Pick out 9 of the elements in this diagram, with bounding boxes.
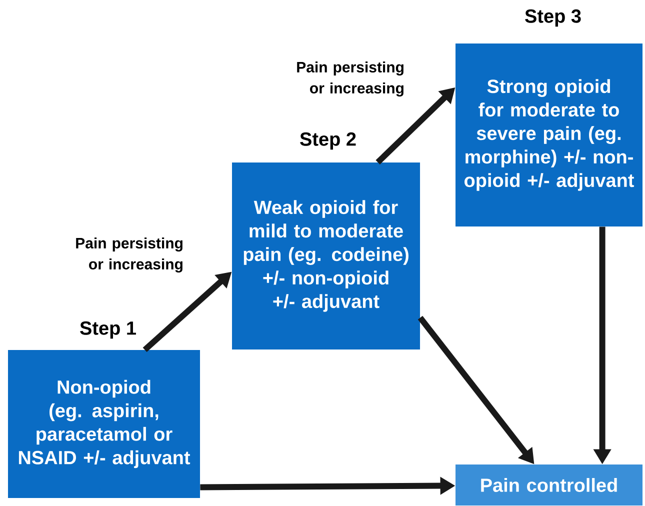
edge-label: Pain persisting or increasing — [76, 237, 182, 273]
step-box: Weak opioid for mild to moderate pain (eg. codeine) +/- non-opioid +/- adjuvant — [232, 162, 420, 350]
step-box: Strong opioid for moderate to severe pain (eg. morphine) +/- non-opioid +/- adjuvant — [456, 44, 642, 226]
step-heading: Step 1 — [80, 321, 136, 339]
edge-label: Pain persisting or increasing — [297, 61, 404, 97]
step-box: Pain controlled — [456, 464, 642, 506]
step-heading: Step 2 — [300, 132, 356, 150]
step-box: Non-opiod (eg. aspirin, paracetamol or NSAID +/- adjuvant — [8, 350, 200, 498]
step-heading: Step 3 — [525, 9, 581, 27]
